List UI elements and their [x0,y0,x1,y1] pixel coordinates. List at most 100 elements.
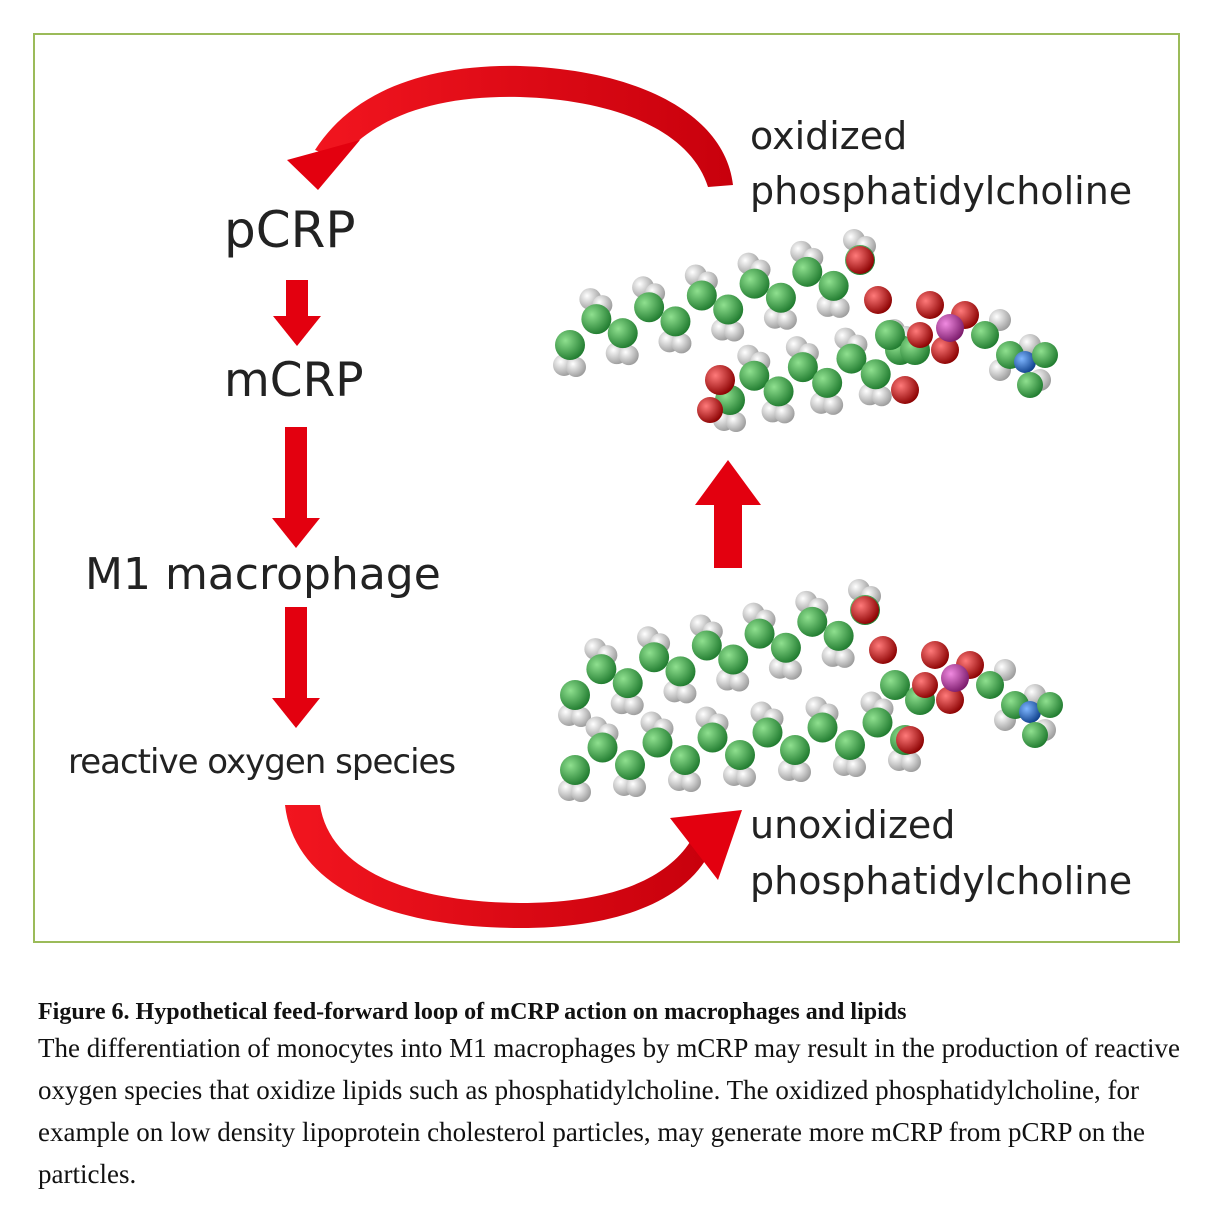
carbon-atom [555,330,585,360]
carbon-atom [718,644,749,675]
carbon-atom [860,359,891,390]
oxygen-atom [896,726,924,754]
carbon-atom [691,630,722,661]
oxygen-atom [869,636,897,664]
carbon-atom [807,712,838,743]
hydrogen-atom [901,752,921,772]
hydrogen-atom [726,412,746,432]
node-mcrp: mCRP [224,353,364,408]
carbon-atom [763,376,794,407]
node-m1-macrophage: M1 macrophage [85,549,441,600]
carbon-atom [581,304,612,335]
hydrogen-atom [774,403,795,424]
carbon-atom [660,306,691,337]
figure-caption: Figure 6. Hypothetical feed-forward loop… [38,997,1188,1195]
hydrogen-atom [571,782,591,802]
label-unoxidized: unoxidized [750,803,956,847]
label-oxidized: oxidized [750,114,908,158]
oxygen-atom [912,672,938,698]
node-reactive-oxygen-species: reactive oxygen species [68,742,456,782]
oxygen-atom [936,686,964,714]
carbon-atom [818,270,849,301]
bottom-loop-arrow [285,805,742,928]
label-oxidized-pc: phosphatidylcholine [750,169,1133,213]
carbon-atom [607,318,638,349]
node-pcrp: pCRP [224,201,356,259]
carbon-atom [587,732,618,763]
carbon-atom [739,360,770,391]
carbon-atom [642,727,673,758]
carbon-atom [586,654,617,685]
nitrogen-atom [1014,351,1036,373]
oxygen-atom [931,336,959,364]
carbon-atom [1037,692,1063,718]
carbon-atom [770,632,801,663]
carbon-atom [639,642,670,673]
carbon-atom [686,280,717,311]
phosphorus-atom [941,664,969,692]
carbon-atom [862,707,893,738]
hydrogen-atom [834,647,855,668]
hydrogen-atom [871,386,892,407]
oxygen-atom [697,397,723,423]
hydrogen-atom [671,333,692,354]
carbon-atom [634,292,665,323]
arrow-oxidation-up [695,460,761,568]
carbon-atom [560,755,590,785]
hydrogen-atom [676,683,697,704]
carbon-atom [812,367,843,398]
arrow-mcrp-to-m1 [272,427,320,548]
hydrogen-atom [681,772,701,792]
loop-diagram [272,65,1063,928]
carbon-atom [670,745,700,775]
carbon-atom [1022,722,1048,748]
carbon-atom [1032,342,1058,368]
carbon-atom [976,671,1004,699]
caption-body: The differentiation of monocytes into M1… [38,1033,1180,1189]
carbon-atom [797,606,828,637]
carbon-atom [835,730,865,760]
hydrogen-atom [618,345,639,366]
hydrogen-atom [626,777,646,797]
hydrogen-atom [736,767,756,787]
hydrogen-atom [791,762,811,782]
oxygen-atom [864,286,892,314]
label-unoxidized-pc: phosphatidylcholine [750,859,1133,903]
carbon-atom [739,268,770,299]
arrow-pcrp-to-mcrp [273,280,321,346]
carbon-atom [875,320,905,350]
carbon-atom [787,352,818,383]
hydrogen-atom [566,357,586,377]
carbon-atom [665,656,696,687]
oxygen-atom [846,246,874,274]
figure-frame [33,33,1180,943]
carbon-atom [971,321,999,349]
hydrogen-atom [776,309,797,330]
hydrogen-atom [846,757,866,777]
hydrogen-atom [571,707,591,727]
hydrogen-atom [724,321,745,342]
caption-title: Figure 6. Hypothetical feed-forward loop… [38,999,907,1025]
carbon-atom [765,282,796,313]
carbon-atom [780,735,810,765]
carbon-atom [612,668,643,699]
carbon-atom [560,680,590,710]
carbon-atom [725,740,755,770]
carbon-atom [1017,372,1043,398]
hydrogen-atom [623,695,644,716]
hydrogen-atom [729,671,750,692]
carbon-atom [697,722,728,753]
oxygen-atom [891,376,919,404]
arrow-m1-to-ros [272,607,320,728]
oxygen-atom [907,322,933,348]
oxygen-atom [705,365,735,395]
oxygen-atom [851,596,879,624]
carbon-atom [836,343,867,374]
carbon-atom [615,750,645,780]
unoxidized-phosphatidylcholine-model [558,579,1063,802]
carbon-atom [823,620,854,651]
carbon-atom [744,618,775,649]
phosphorus-atom [936,314,964,342]
nitrogen-atom [1019,701,1041,723]
oxygen-atom [921,641,949,669]
